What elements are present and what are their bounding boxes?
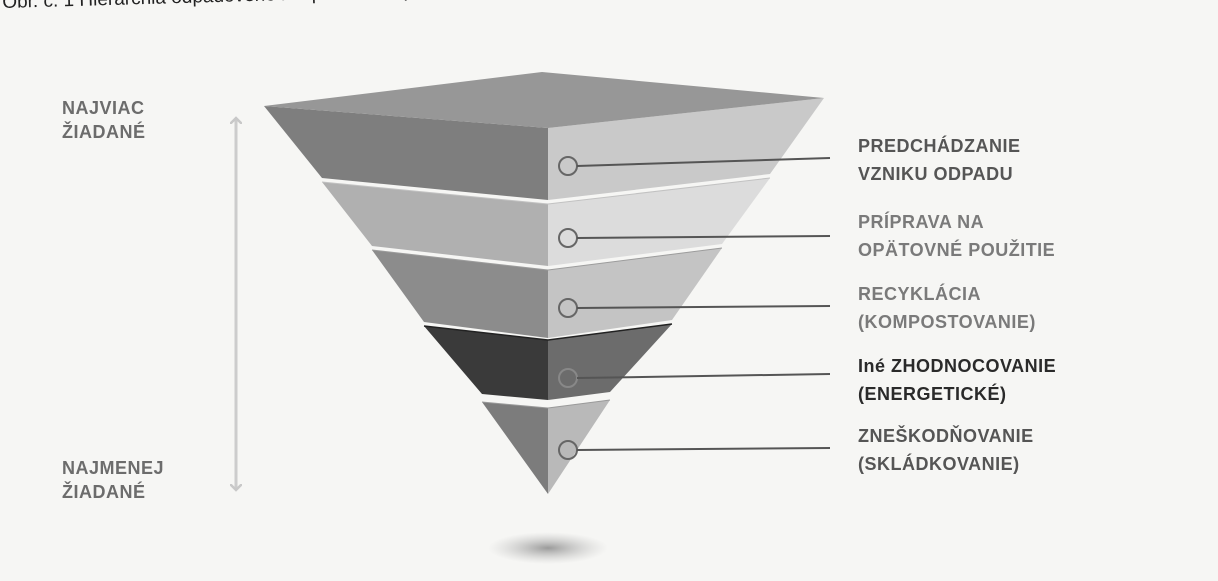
least-desired-line-1: NAJMENEJ	[62, 456, 164, 480]
level-1-label: PREDCHÁDZANIE VZNIKU ODPADU	[858, 132, 1021, 188]
level-2-label: PRÍPRAVA NA OPÄTOVNÉ POUŽITIE	[858, 208, 1055, 264]
level-4-label: Iné ZHODNOCOVANIE (ENERGETICKÉ)	[858, 352, 1056, 408]
most-desired-line-1: NAJVIAC	[62, 96, 146, 120]
level-3-line-2: (KOMPOSTOVANIE)	[858, 308, 1036, 336]
level-5-line-1: ZNEŠKODŇOVANIE	[858, 422, 1034, 450]
least-desired-label: NAJMENEJ ŽIADANÉ	[62, 456, 164, 504]
level-2-line-2: OPÄTOVNÉ POUŽITIE	[858, 236, 1055, 264]
least-desired-line-2: ŽIADANÉ	[62, 480, 164, 504]
level-4-line-2: (ENERGETICKÉ)	[858, 380, 1056, 408]
level-1-slab	[264, 72, 824, 200]
level-3-label: RECYKLÁCIA (KOMPOSTOVANIE)	[858, 280, 1036, 336]
pyramid-shadow	[488, 532, 608, 564]
level-2-line-1: PRÍPRAVA NA	[858, 208, 1055, 236]
most-desired-label: NAJVIAC ŽIADANÉ	[62, 96, 146, 144]
level-5-connector	[559, 441, 830, 459]
level-5-label: ZNEŠKODŇOVANIE (SKLÁDKOVANIE)	[858, 422, 1034, 478]
most-desired-line-2: ŽIADANÉ	[62, 120, 146, 144]
level-4-line-1: Iné ZHODNOCOVANIE	[858, 352, 1056, 380]
level-1-line-1: PREDCHÁDZANIE	[858, 132, 1021, 160]
level-5-line-2: (SKLÁDKOVANIE)	[858, 450, 1034, 478]
level-3-line-1: RECYKLÁCIA	[858, 280, 1036, 308]
level-5-slab	[482, 400, 610, 494]
level-1-line-2: VZNIKU ODPADU	[858, 160, 1021, 188]
